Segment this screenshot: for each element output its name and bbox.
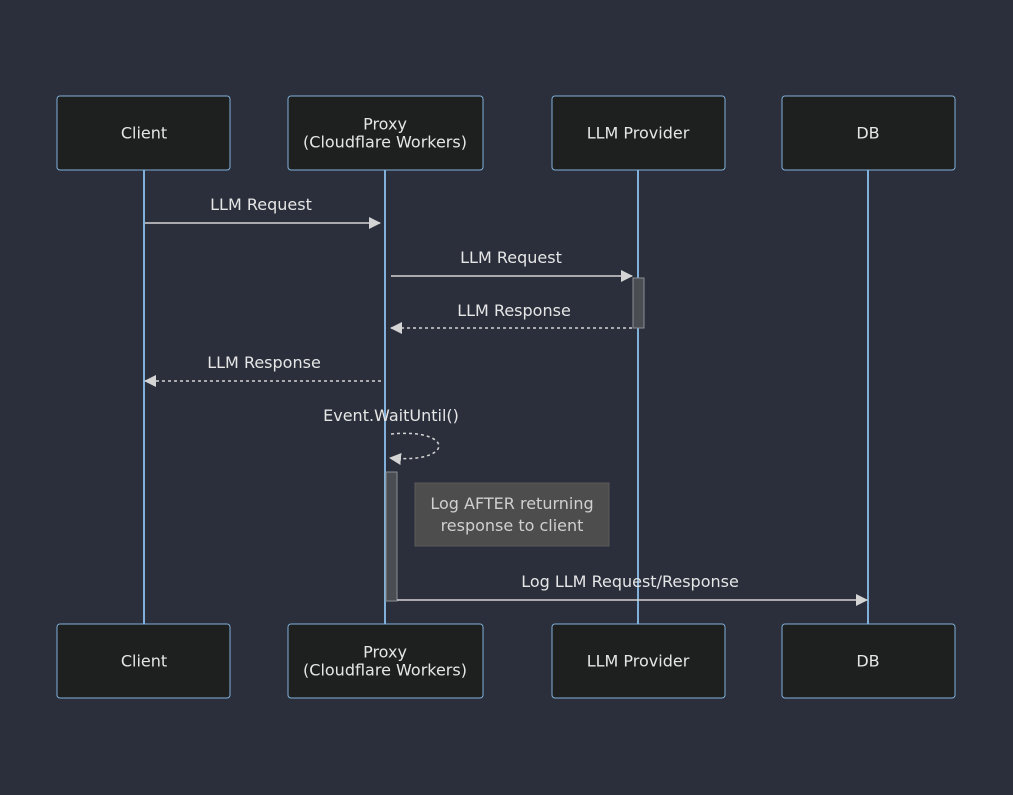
message-proxy-to-client-response: LLM Response (144, 353, 381, 387)
actor-db-label: DB (856, 124, 879, 143)
activation-proxy (385, 471, 398, 602)
actor-db-bottom: DB (781, 623, 956, 699)
message-llm-to-proxy-response: LLM Response (390, 301, 632, 334)
actor-client-label: Client (121, 652, 167, 671)
message-label: Log LLM Request/Response (521, 572, 739, 591)
actor-llm-provider-top: LLM Provider (551, 95, 726, 171)
message-proxy-to-llm-request: LLM Request (391, 248, 633, 282)
actor-db-top: DB (781, 95, 956, 171)
message-label: LLM Response (457, 301, 571, 320)
actor-proxy-bottom: Proxy (Cloudflare Workers) (287, 623, 484, 699)
message-proxy-to-db-log: Log LLM Request/Response (397, 572, 868, 606)
actor-llm-provider-bottom: LLM Provider (551, 623, 726, 699)
actor-db-label: DB (856, 652, 879, 671)
message-label: Event.WaitUntil() (323, 406, 459, 425)
actor-proxy-sublabel: (Cloudflare Workers) (303, 133, 467, 152)
note-line-1: Log AFTER returning (430, 494, 593, 513)
actor-client-bottom: Client (56, 623, 231, 699)
actor-proxy-sublabel: (Cloudflare Workers) (303, 661, 467, 680)
message-label: LLM Response (207, 353, 321, 372)
note: Log AFTER returning response to client (414, 482, 610, 547)
actor-proxy-label: Proxy (363, 643, 407, 662)
message-label: LLM Request (210, 195, 312, 214)
actor-proxy-top: Proxy (Cloudflare Workers) (287, 95, 484, 171)
message-client-to-proxy-request: LLM Request (145, 195, 381, 229)
actor-llm-provider-label: LLM Provider (587, 652, 690, 671)
message-label: LLM Request (460, 248, 562, 267)
message-proxy-self-waituntil: Event.WaitUntil() (323, 406, 459, 465)
actor-client-top: Client (56, 95, 231, 171)
actor-llm-provider-label: LLM Provider (587, 124, 690, 143)
note-line-2: response to client (441, 516, 584, 535)
actor-proxy-label: Proxy (363, 115, 407, 134)
activation-llm-provider (632, 277, 645, 329)
actor-client-label: Client (121, 124, 167, 143)
